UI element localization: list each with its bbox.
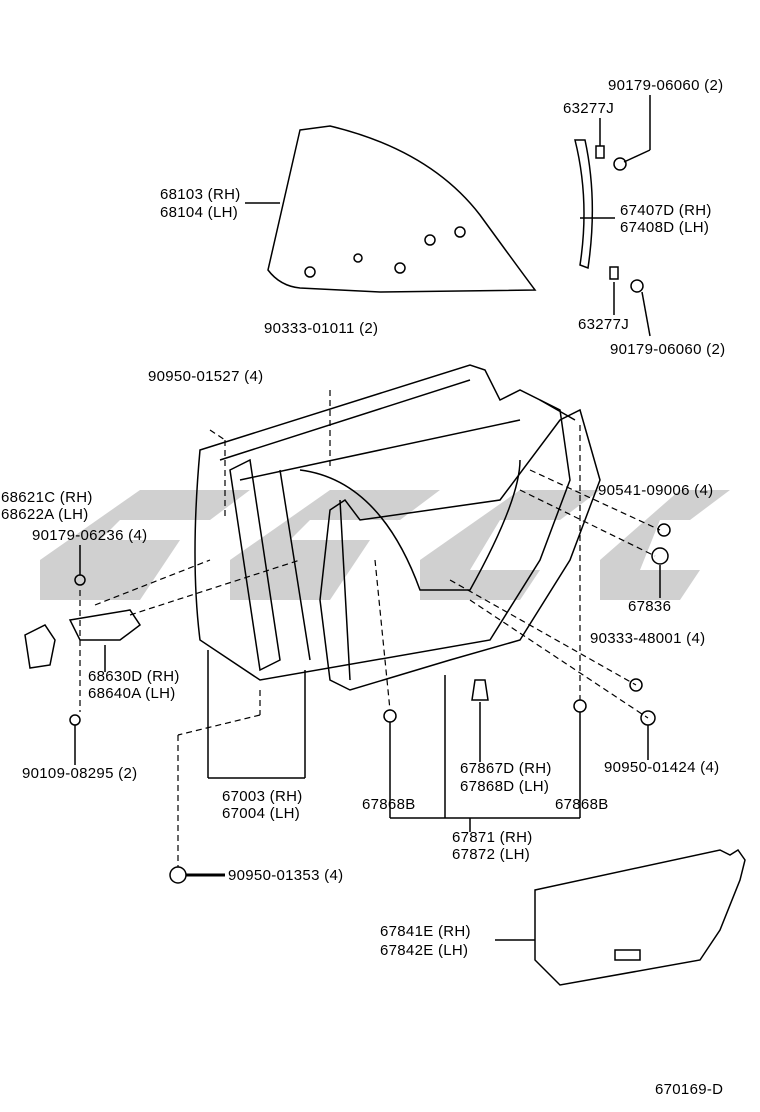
part-label: 63277J [563,100,615,117]
part-label: 90950-01353 (4) [228,867,344,884]
part-label: 90109-08295 (2) [22,765,138,782]
door-panel [194,364,571,681]
part-label: 90333-01011 (2) [264,320,379,337]
part-label: 90179-06060 (2) [608,77,724,94]
part-label: 90333-48001 (4) [590,630,706,647]
part-label: 68640A (LH) [88,685,176,702]
part-label: 63277J [578,316,630,333]
door-trim-cover [534,848,746,986]
part-label: 68630D (RH) [88,668,180,685]
run-channel [574,139,594,270]
part-label: 67841E (RH) [380,923,471,940]
diagram-code: 670169-D [655,1081,724,1098]
part-label: 67871 (RH) [452,829,533,846]
part-label: 67004 (LH) [222,805,301,822]
part-label: 67842E (LH) [380,942,469,959]
weatherstrip [319,408,601,691]
part-label: 67872 (LH) [452,846,531,863]
part-label: 67867D (RH) [460,760,552,777]
watermark [40,490,730,600]
part-label: 68104 (LH) [160,204,239,221]
part-label: 67408D (LH) [620,219,710,236]
part-label: 67868D (LH) [460,778,550,795]
part-label: 68622A (LH) [1,506,89,523]
part-label: 67868B [362,796,416,813]
part-label: 67836 [628,598,672,615]
part-label: 90179-06236 (4) [32,527,148,544]
part-label: 90950-01527 (4) [148,368,264,385]
part-label: 68103 (RH) [160,186,241,203]
part-label: 67407D (RH) [620,202,712,219]
door-glass [267,125,537,293]
part-label: 67003 (RH) [222,788,303,805]
part-label: 67868B [555,796,609,813]
part-label: 90541-09006 (4) [598,482,714,499]
part-label: 90179-06060 (2) [610,341,726,358]
part-label: 90950-01424 (4) [604,759,720,776]
part-label: 68621C (RH) [1,489,93,506]
